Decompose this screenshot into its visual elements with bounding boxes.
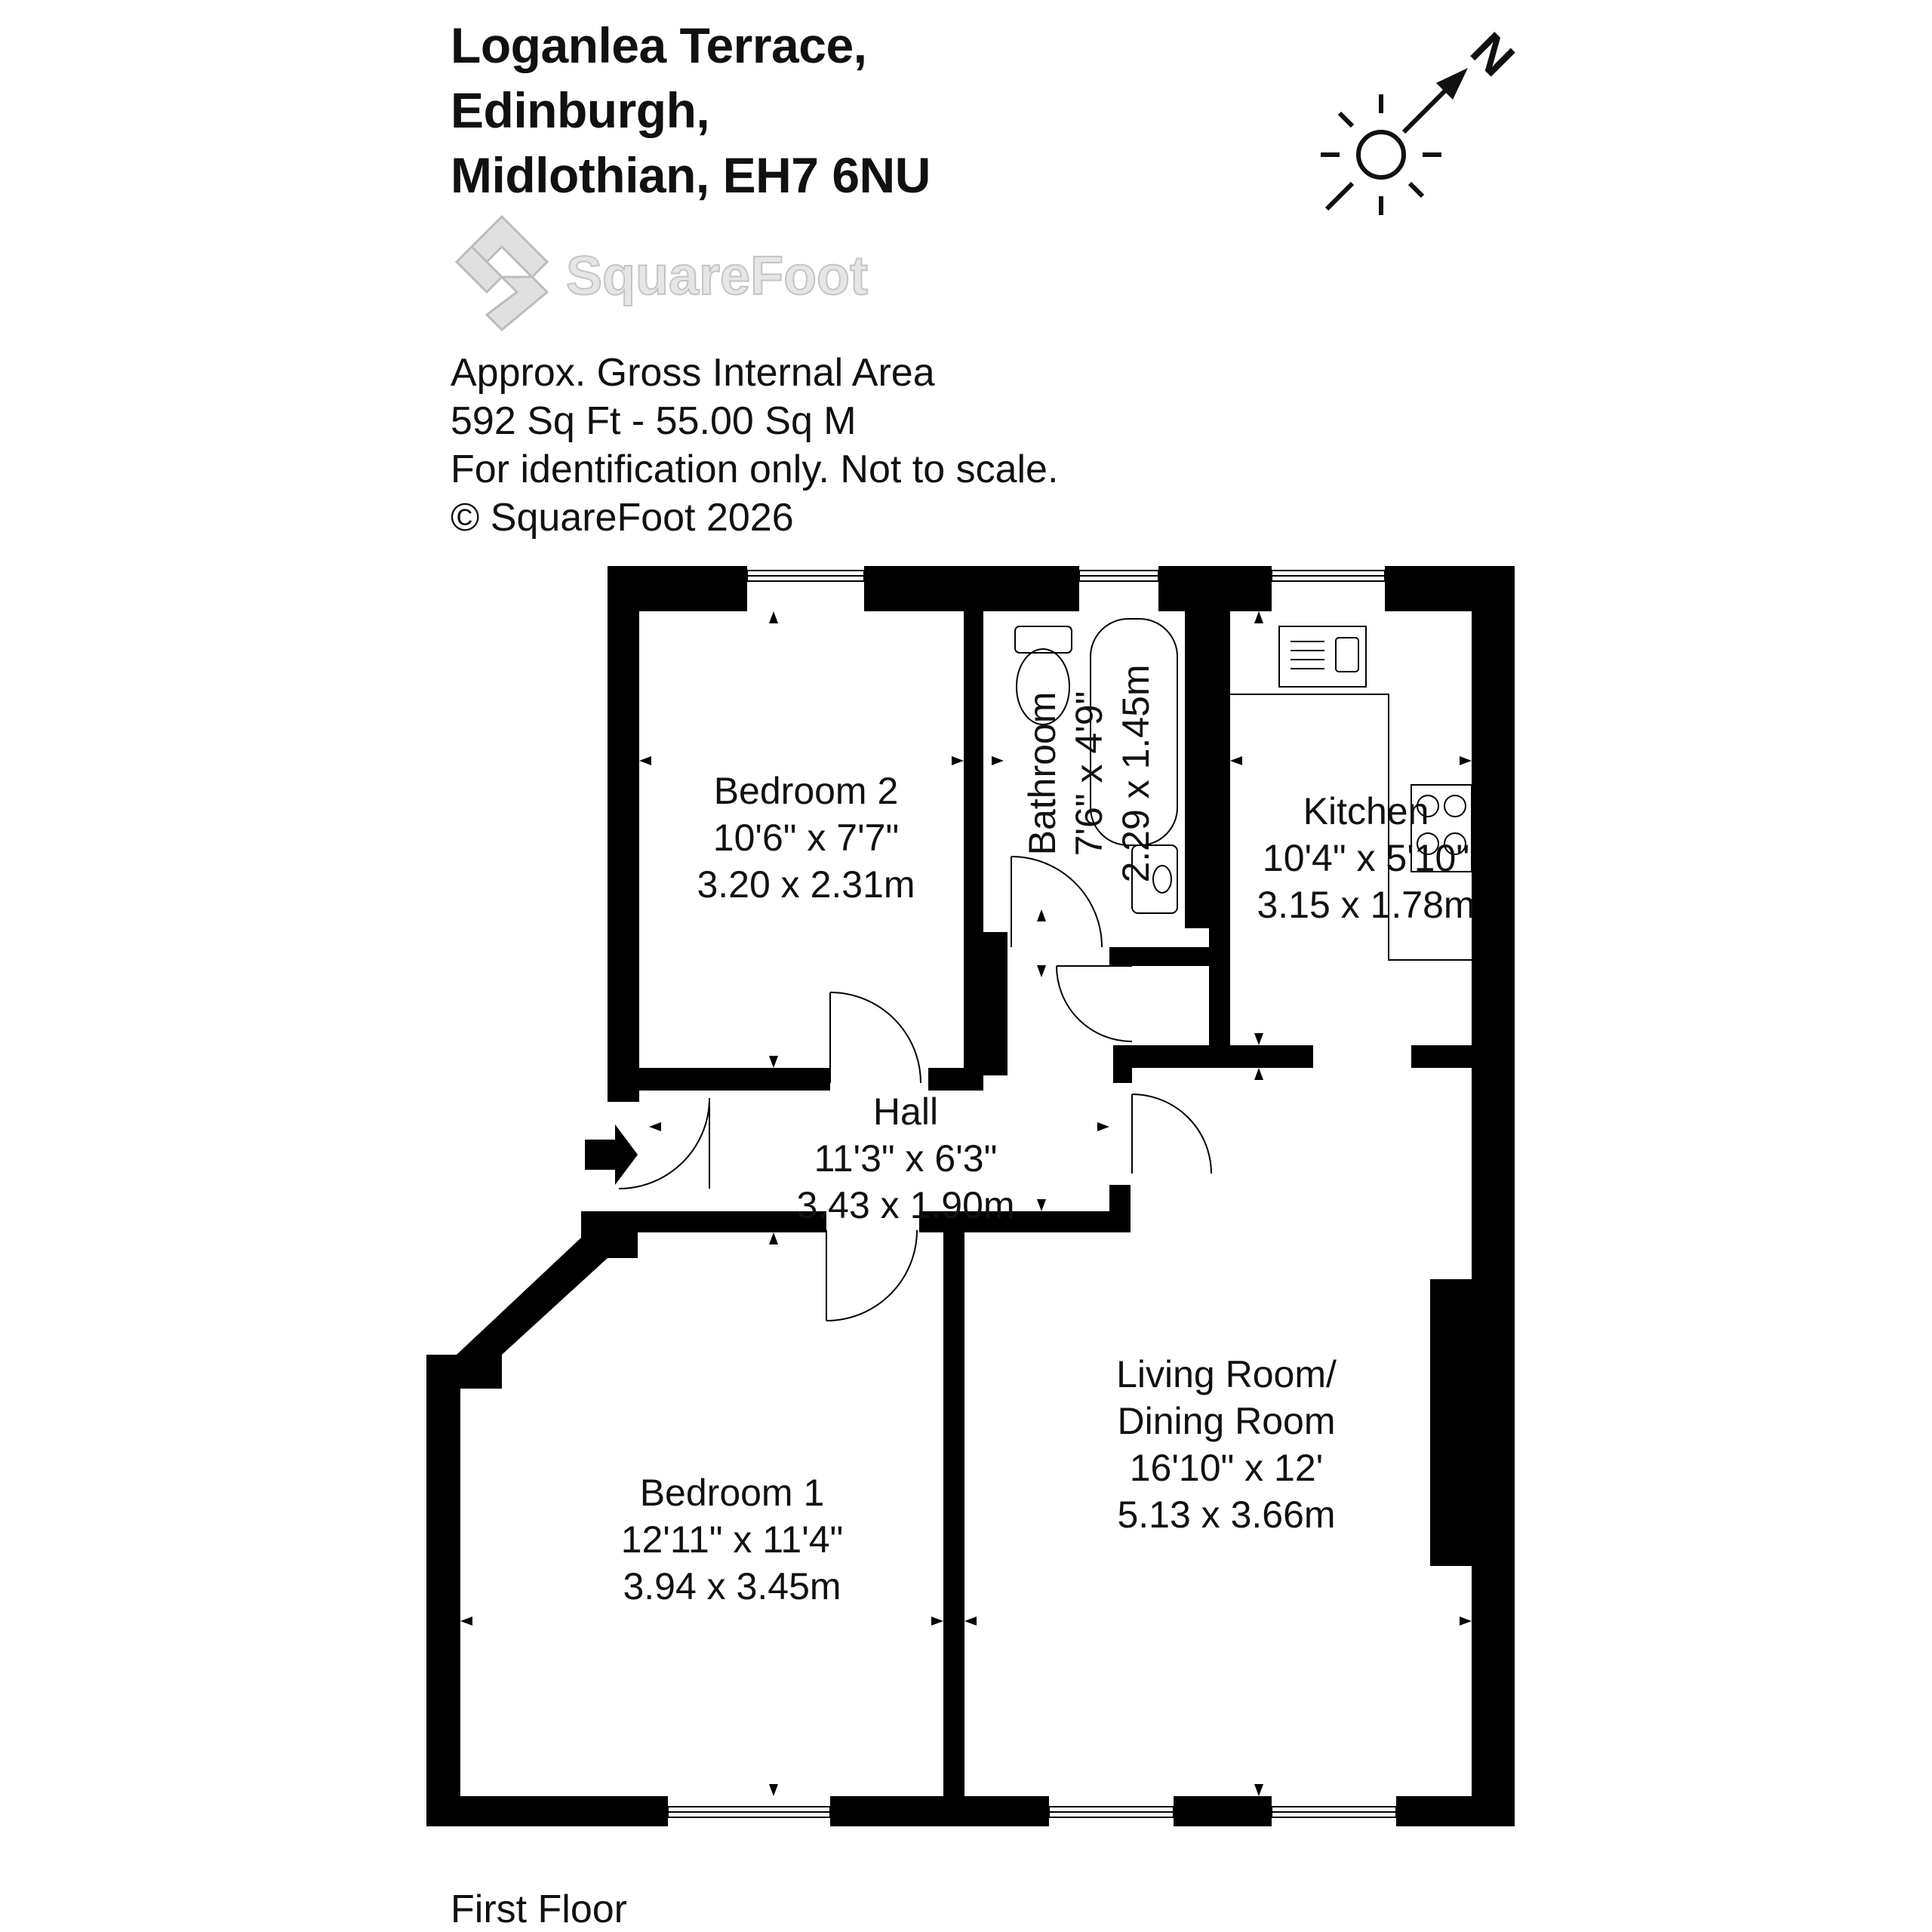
hob [1411,784,1472,872]
kitchen-worktop [1230,694,1472,961]
bathroom-metric: 2.29 x 1.45m [1115,664,1157,882]
sun-compass-icon: N [1321,23,1517,215]
area-heading: Approx. Gross Internal Area [451,351,935,395]
bedroom2-name: Bedroom 2 [714,770,899,812]
living-imperial: 16'10" x 12' [1130,1447,1323,1489]
floor-label: First Floor [451,1887,627,1931]
entrance-arrow-icon [585,1124,638,1185]
fixtures [1014,618,1472,961]
basin [1131,844,1178,914]
bedroom2-imperial: 10'6" x 7'7" [713,817,899,859]
address-line-3: Midlothian, EH7 6NU [451,147,931,203]
disclaimer: For identification only. Not to scale. [451,448,1059,491]
hall-imperial: 11'3" x 6'3" [814,1137,998,1180]
bathroom-name: Bathroom [1021,692,1063,856]
squarefoot-logo: SquareFoot [454,214,869,332]
bath-tub [1090,618,1178,846]
walls [426,566,1515,1826]
area-value: 592 Sq Ft - 55.00 Sq M [451,399,857,443]
dimension-arrows [460,611,1472,1796]
toilet-bowl [1016,648,1070,725]
bedroom1-name: Bedroom 1 [640,1472,825,1514]
windows [667,570,1397,1818]
bedroom1-metric: 3.94 x 3.45m [623,1565,841,1607]
bathroom-imperial: 7'6" x 4'9" [1068,691,1110,857]
hall-name: Hall [873,1091,938,1133]
squarefoot-logo-icon [454,214,549,332]
north-arrow-icon [1436,68,1468,100]
kitchen-name: Kitchen [1303,790,1429,832]
bedroom2-metric: 3.20 x 2.31m [697,863,915,906]
door-swings [618,856,1212,1321]
address-line-1: Loganlea Terrace, [451,17,867,73]
living-name-2: Dining Room [1117,1400,1335,1442]
hall-metric: 3.43 x 1.90m [796,1184,1014,1226]
kitchen-metric: 3.15 x 1.78m [1257,884,1475,926]
toilet-cistern [1014,626,1072,654]
living-metric: 5.13 x 3.66m [1117,1494,1335,1536]
copyright: © SquareFoot 2026 [451,496,794,540]
living-name-1: Living Room/ [1116,1353,1337,1395]
kitchen-sink [1278,626,1367,688]
bedroom1-imperial: 12'11" x 11'4" [621,1518,844,1561]
brand-name: SquareFoot [566,246,868,306]
kitchen-imperial: 10'4" x 5'10" [1263,837,1469,879]
address-line-2: Edinburgh, [451,82,710,138]
